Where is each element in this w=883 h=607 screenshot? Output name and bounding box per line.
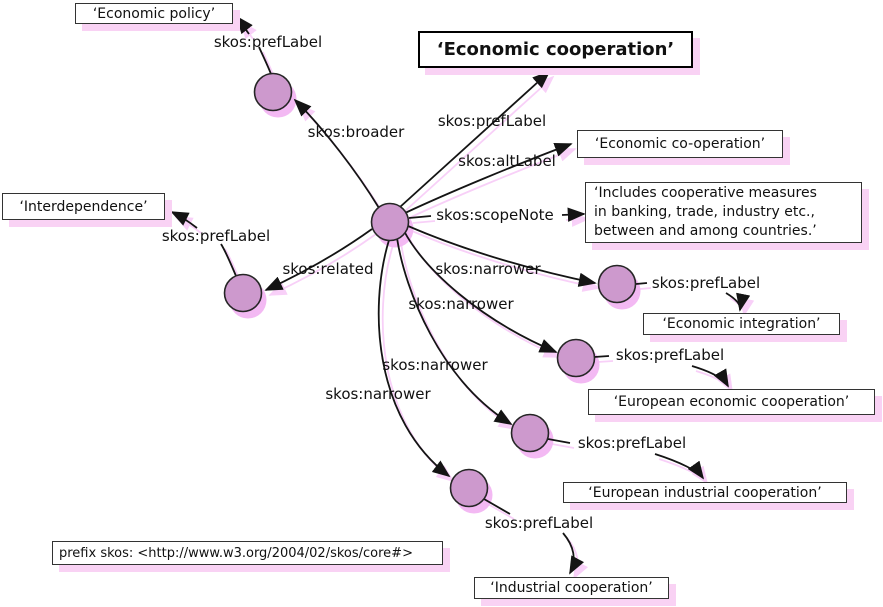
edge-node4-to-label xyxy=(487,503,515,520)
edge-scopenote-left-segment xyxy=(412,220,436,224)
concept-node-economic-cooperation-hub xyxy=(370,202,410,242)
arrow-skos-broader xyxy=(297,103,384,214)
edge-node3-to-label xyxy=(551,443,575,449)
edge-label-narrower-1: skos:narrower xyxy=(435,260,541,278)
edge-scopenote-left-segment xyxy=(408,215,432,219)
edge-node1-to-label xyxy=(639,287,652,290)
arrow-preflabel-european-economic xyxy=(691,365,729,388)
edge-label-preflabel-industrial: skos:prefLabel xyxy=(484,514,594,532)
edge-node4-to-label xyxy=(483,498,511,515)
edge-label-preflabel-eic: skos:prefLabel xyxy=(577,434,687,452)
concept-node-european-industrial-cooperation xyxy=(510,413,550,453)
prefix-declaration-box: prefix skos: <http://www.w3.org/2004/02/… xyxy=(52,541,443,565)
arrow-skos-narrower-1 xyxy=(407,225,597,287)
literal-box-interdependence: ‘Interdependence’ xyxy=(2,193,165,220)
arrow-preflabel-main xyxy=(403,75,555,213)
edge-label-altlabel: skos:altLabel xyxy=(458,152,556,170)
arrow-preflabel-economic-policy xyxy=(235,15,253,35)
arrow-skos-narrower-2 xyxy=(403,230,558,353)
arrow-skos-altlabel xyxy=(408,147,577,219)
edge-label-narrower-3: skos:narrower xyxy=(382,356,488,374)
arrow-preflabel-industrial xyxy=(566,537,589,580)
scope-note-line-1: ‘Includes cooperative measures xyxy=(594,185,817,201)
edge-label-preflabel-main: skos:prefLabel xyxy=(437,112,547,130)
edge-label-scopenote: skos:scopeNote xyxy=(436,206,554,224)
concept-node-economic-integration xyxy=(597,264,637,304)
arrow-skos-broader xyxy=(293,98,380,209)
edge-node3-to-label xyxy=(547,438,571,444)
scope-note-line-2: in banking, trade, industry etc., xyxy=(594,204,815,220)
edge-label-narrower-4: skos:narrower xyxy=(325,385,431,403)
literal-box-european-economic-cooperation: ‘European economic cooperation’ xyxy=(588,389,875,415)
arrow-skos-altlabel xyxy=(404,142,573,214)
arrow-skos-narrower-4 xyxy=(377,239,451,478)
arrow-preflabel-european-industrial xyxy=(658,458,709,485)
edge-label-preflabel-interdependence: skos:prefLabel xyxy=(161,227,271,245)
literal-box-industrial-cooperation: ‘Industrial cooperation’ xyxy=(474,577,669,599)
concept-node-european-economic-cooperation xyxy=(556,338,596,378)
concept-node-interdependence xyxy=(223,273,263,313)
edge-label-related: skos:related xyxy=(282,260,374,278)
scope-note-line-3: between and among countries.’ xyxy=(594,223,817,239)
arrow-skos-related xyxy=(264,228,373,291)
arrow-preflabel-interdependence xyxy=(170,211,198,229)
arrow-preflabel-main xyxy=(399,70,551,208)
edge-layer xyxy=(170,15,751,575)
arrow-skos-narrower-3 xyxy=(400,242,517,430)
concept-node-economic-policy xyxy=(253,72,293,112)
arrow-preflabel-european-industrial xyxy=(654,453,705,480)
edge-label-broader: skos:broader xyxy=(307,123,405,141)
literal-box-economic-policy: ‘Economic policy’ xyxy=(75,3,233,24)
literal-box-scope-note: ‘Includes cooperative measures in bankin… xyxy=(585,182,862,243)
edge-label-preflabel-eec: skos:prefLabel xyxy=(615,346,725,364)
edge-node2-to-label xyxy=(593,355,610,358)
edge-policy-node-to-label xyxy=(258,46,272,75)
literal-box-economic-cooperation: ‘Economic cooperation’ xyxy=(418,31,693,68)
arrow-skos-scopenote xyxy=(561,207,586,222)
edge-label-preflabel-integration: skos:prefLabel xyxy=(651,274,761,292)
arrow-preflabel-economic-integration xyxy=(725,292,751,312)
concept-node-industrial-cooperation xyxy=(449,468,489,508)
edge-label-preflabel-policy: skos:prefLabel xyxy=(213,33,323,51)
literal-box-economic-co-operation: ‘Economic co-operation’ xyxy=(577,130,783,158)
node-layer xyxy=(223,72,637,508)
literal-box-economic-integration: ‘Economic integration’ xyxy=(643,313,840,335)
edge-related-node-to-label xyxy=(220,243,237,277)
arrow-skos-narrower-3 xyxy=(396,237,513,425)
edge-label-narrower-2: skos:narrower xyxy=(408,295,514,313)
edge-node1-to-label xyxy=(635,282,648,285)
edge-node2-to-label xyxy=(597,360,614,363)
arrow-preflabel-industrial xyxy=(562,532,585,575)
literal-box-european-industrial-cooperation: ‘European industrial cooperation’ xyxy=(563,482,847,503)
